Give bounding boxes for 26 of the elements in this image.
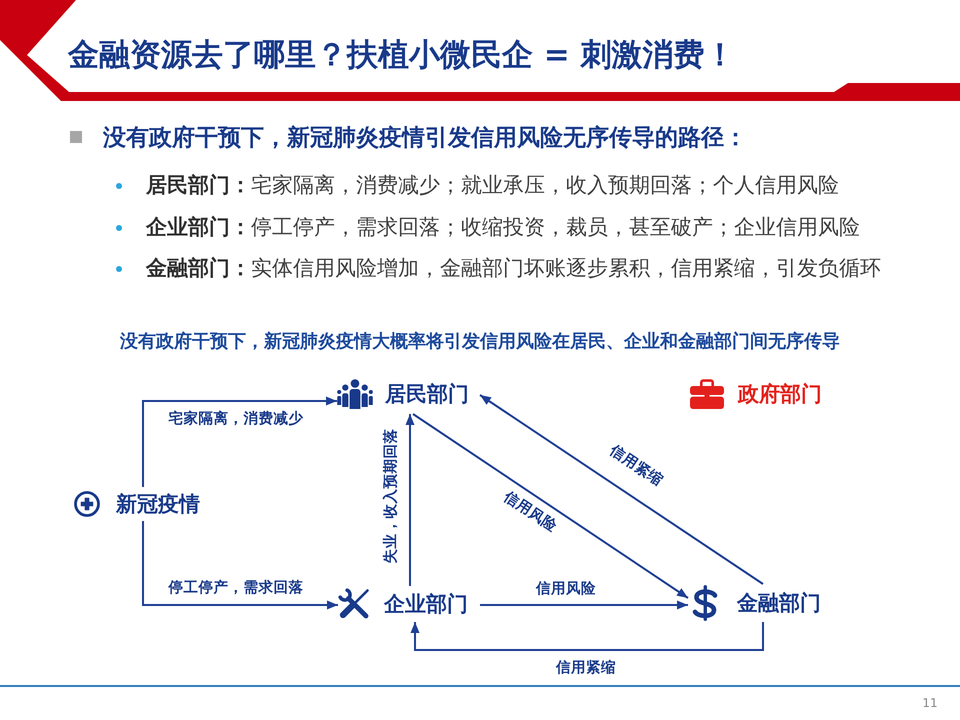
- page-number: 11: [922, 695, 938, 711]
- edge-label: 信用风险: [536, 580, 596, 598]
- arrow: [480, 600, 688, 610]
- arrow: [479, 394, 764, 585]
- node-label: 金融部门: [737, 590, 821, 616]
- arrow: [410, 622, 764, 651]
- edge-label: 信用紧缩: [606, 442, 666, 490]
- diagram-heading: 没有政府干预下，新冠肺炎疫情大概率将引发信用风险在居民、企业和金融部门间无序传导: [120, 331, 840, 353]
- edge-label: 失业，收入预期回落: [382, 428, 400, 564]
- arrow: [412, 413, 689, 599]
- edge-label: 停工停产，需求回落: [168, 579, 304, 597]
- arrow: [406, 414, 414, 586]
- edge-label: 信用紧缩: [556, 659, 616, 677]
- node-label: 政府部门: [738, 381, 822, 407]
- node-label: 企业部门: [384, 591, 468, 617]
- arrow: [142, 396, 337, 487]
- edge-label: 宅家隔离，消费减少: [168, 410, 304, 428]
- arrow: [142, 521, 338, 610]
- edge-label: 信用风险: [500, 488, 560, 536]
- node-label: 居民部门: [385, 381, 469, 407]
- bullet-text: 居民部门：宅家隔离，消费减少；就业承压，收入预期回落；个人信用风险: [146, 172, 839, 199]
- bullet-text: 企业部门：停工停产，需求回落；收缩投资，裁员，甚至破产；企业信用风险: [146, 214, 860, 241]
- node-label: 新冠疫情: [116, 491, 200, 517]
- bullet-text: 金融部门：实体信用风险增加，金融部门坏账逐步累积，信用紧缩，引发负循环: [146, 255, 881, 282]
- section-heading: 没有政府干预下，新冠肺炎疫情引发信用风险无序传导的路径：: [103, 124, 747, 153]
- slide-title: 金融资源去了哪里？扶植小微民企 = 刺激消费！: [68, 36, 736, 75]
